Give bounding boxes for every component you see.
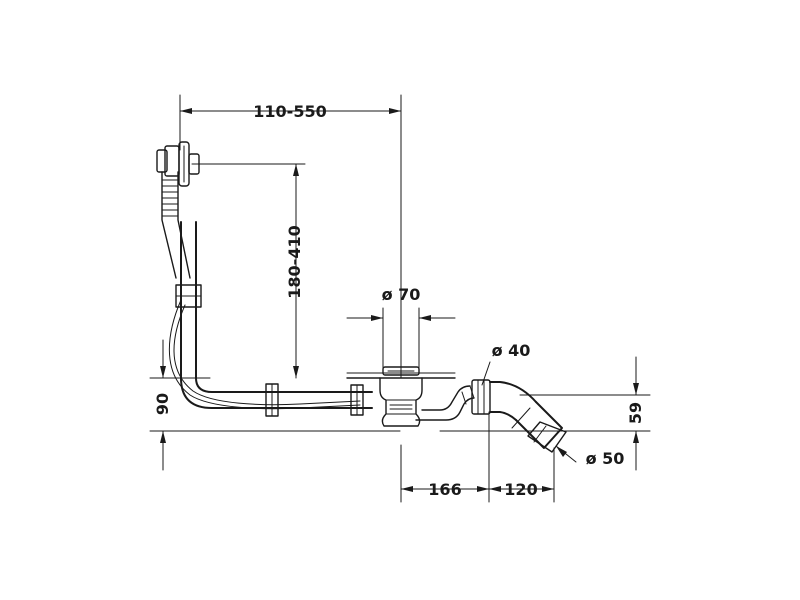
- dim-110-550: 110-550: [253, 102, 326, 121]
- drain-assembly: [346, 366, 475, 427]
- outlet-elbow: [471, 379, 567, 453]
- dimension-labels: 110-550 180-410 ø 70 ø 40 ø 50 90 59 166…: [153, 102, 645, 499]
- dim-90: 90: [153, 393, 172, 415]
- dim-dia-70: ø 70: [382, 285, 421, 304]
- hose-ribs: [161, 179, 179, 217]
- overflow-assembly: [156, 141, 373, 417]
- dim-dia-50: ø 50: [586, 449, 625, 468]
- dimension-lines: [149, 94, 651, 503]
- dim-59: 59: [626, 402, 645, 424]
- dim-dia-40: ø 40: [492, 341, 531, 360]
- dim-120: 120: [504, 480, 537, 499]
- dim-180-410: 180-410: [285, 225, 304, 298]
- dim-166: 166: [428, 480, 461, 499]
